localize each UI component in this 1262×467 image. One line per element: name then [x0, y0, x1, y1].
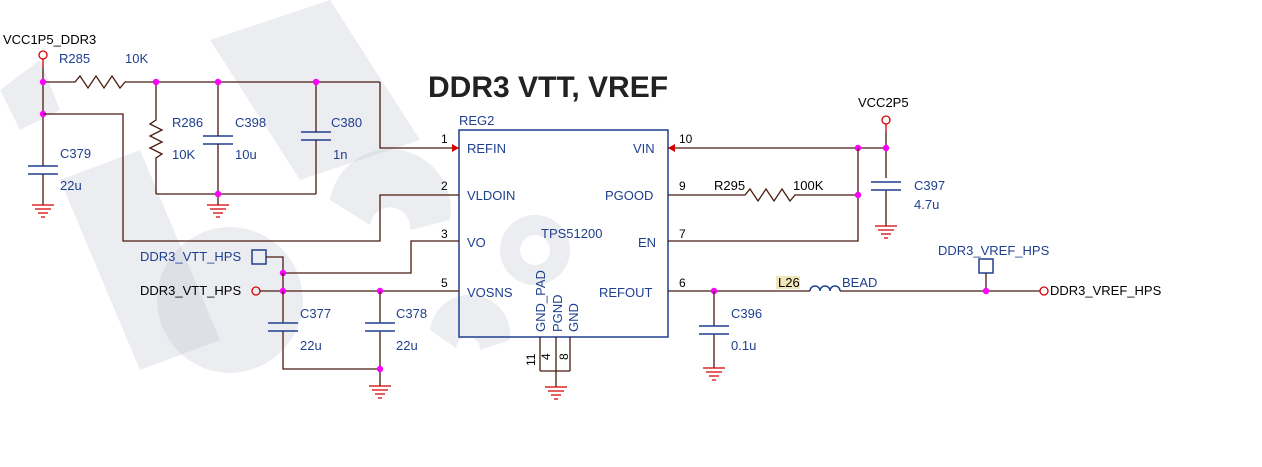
vtt-flag-label: DDR3_VTT_HPS — [140, 249, 241, 264]
vin-arrow — [668, 144, 675, 152]
junction — [152, 78, 160, 86]
c377-value: 22u — [300, 338, 322, 353]
ic-ground-pins — [539, 337, 571, 400]
vtt-port-label: DDR3_VTT_HPS — [140, 283, 241, 298]
r295-ref: R295 — [714, 178, 745, 193]
ic-ref: REG2 — [459, 113, 494, 128]
l26-value: BEAD — [842, 275, 877, 290]
pin-2-num: 2 — [441, 179, 448, 193]
pin-pgood-label: PGOOD — [605, 188, 653, 203]
junction — [376, 365, 384, 373]
c380-ref: C380 — [331, 115, 362, 130]
r286-ref: R286 — [172, 115, 203, 130]
r295-value: 100K — [793, 178, 824, 193]
vin-wire — [668, 132, 887, 226]
c398-ref: C398 — [235, 115, 266, 130]
pin-4-num: 4 — [539, 353, 553, 360]
vref-flag — [978, 258, 994, 291]
junction — [882, 144, 890, 152]
c380-value: 1n — [333, 147, 347, 162]
pin-gnd-label: GND — [566, 303, 581, 332]
c396-capacitor — [699, 291, 729, 381]
r286-value: 10K — [172, 147, 195, 162]
r285-resistor — [43, 74, 380, 90]
c377-ref: C377 — [300, 306, 331, 321]
c378-value: 22u — [396, 338, 418, 353]
c378-ref: C378 — [396, 306, 427, 321]
c379-value: 22u — [60, 178, 82, 193]
pin-3-num: 3 — [441, 227, 448, 241]
pin-6-num: 6 — [679, 276, 686, 290]
r285-value: 10K — [125, 51, 148, 66]
vcc1p5-supply — [38, 50, 48, 67]
vcc2p5-supply — [881, 115, 891, 132]
en-wire — [668, 148, 859, 242]
diagram-title: DDR3 VTT, VREF — [428, 71, 668, 104]
c379-capacitor — [28, 160, 58, 218]
c380-capacitor — [301, 128, 331, 194]
pin-10-num: 10 — [679, 132, 693, 146]
pin-vin-label: VIN — [633, 141, 655, 156]
vref-port — [1039, 286, 1049, 296]
c397-value: 4.7u — [914, 197, 939, 212]
pin-gnd-pad-label: GND_PAD — [533, 270, 548, 332]
watermark — [0, 0, 570, 373]
pin-en-label: EN — [638, 235, 656, 250]
pin-vo-label: VO — [467, 235, 486, 250]
pin-refout-label: REFOUT — [599, 285, 653, 300]
junction — [214, 190, 222, 198]
pin-8-num: 8 — [557, 353, 571, 360]
refin-ground — [207, 204, 229, 218]
vref-port-label: DDR3_VREF_HPS — [1050, 283, 1162, 298]
pin-refin-label: REFIN — [467, 141, 506, 156]
l26-ref: L26 — [778, 275, 800, 290]
l26-bead — [809, 285, 841, 292]
junction — [312, 78, 320, 86]
vcc2p5-label: VCC2P5 — [858, 95, 909, 110]
c377-capacitor — [268, 291, 380, 370]
pin-pgnd-label: PGND — [550, 294, 565, 332]
pin-1-num: 1 — [441, 132, 448, 146]
pin-7-num: 7 — [679, 227, 686, 241]
pin-11-num: 11 — [524, 353, 538, 366]
junction — [39, 78, 47, 86]
r295-resistor — [668, 187, 858, 203]
junction — [214, 78, 222, 86]
junction — [854, 191, 862, 199]
c379-ref: C379 — [60, 146, 91, 161]
vcc1p5-label: VCC1P5_DDR3 — [3, 32, 96, 47]
refin-bus — [155, 82, 459, 149]
r285-ref: R285 — [59, 51, 90, 66]
c397-ref: C397 — [914, 178, 945, 193]
pin-5-num: 5 — [441, 276, 448, 290]
vldoin-wire — [43, 113, 459, 242]
l26-ref-highlight — [776, 276, 800, 289]
c396-ref: C396 — [731, 306, 762, 321]
vref-flag-label: DDR3_VREF_HPS — [938, 243, 1050, 258]
c396-value: 0.1u — [731, 338, 756, 353]
pin-vldoin-label: VLDOIN — [467, 188, 515, 203]
c398-value: 10u — [235, 147, 257, 162]
pin-9-num: 9 — [679, 179, 686, 193]
junction — [982, 287, 990, 295]
c378-capacitor — [365, 291, 395, 399]
r286-resistor — [148, 114, 164, 194]
pin-vosns-label: VOSNS — [467, 285, 513, 300]
ic-part: TPS51200 — [541, 226, 602, 241]
ic-body — [458, 129, 669, 338]
refin-arrow — [452, 144, 459, 152]
vo-wire — [266, 240, 459, 274]
c397-capacitor — [871, 181, 901, 239]
